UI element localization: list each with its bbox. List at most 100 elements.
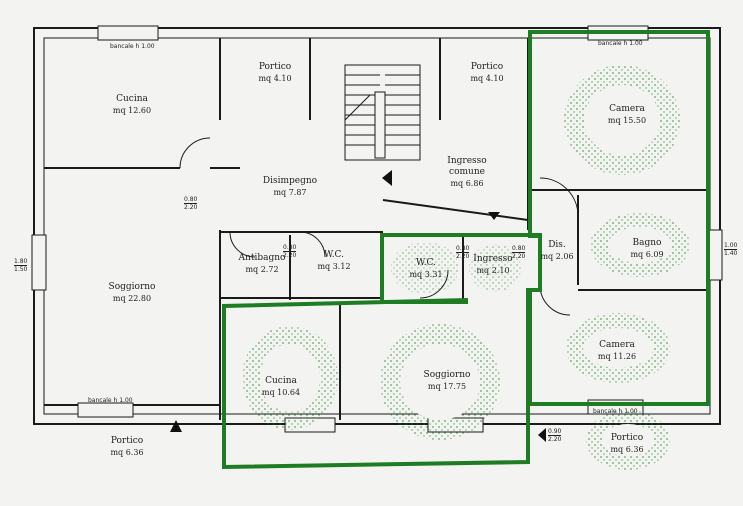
room-label-wc-left: W.C. mq 3.12 [317, 250, 350, 272]
dimension-door-2: 0.80 2.20 [283, 244, 297, 259]
room-name: Cucina [265, 376, 297, 386]
walls [33, 27, 721, 425]
dimension-sill-1: bancale h 1.00 [110, 43, 155, 50]
room-label-portico-bottom-right: Portico mq 6.36 [610, 433, 643, 455]
dimension-top: 0.80 [456, 245, 470, 252]
stipple-fills [242, 65, 690, 470]
dimension-window-right: 1.00 1.40 [724, 242, 738, 257]
room-area: mq 6.86 [450, 179, 484, 188]
dimension-rule [14, 265, 28, 266]
dimension-sill-3: bancale h 1.00 [88, 397, 133, 404]
room-area: mq 4.10 [258, 74, 292, 83]
room-label-cucina-left: Cucina mq 12.60 [113, 94, 151, 116]
stipple-wc-right [391, 242, 459, 294]
room-area: mq 6.36 [610, 445, 644, 454]
room-name: Portico [470, 62, 504, 72]
room-area: mq 11.26 [597, 352, 637, 361]
dimension-door-4: 0.80 2.20 [512, 245, 526, 260]
room-area: mq 10.64 [261, 388, 301, 397]
room-name: Bagno [632, 238, 662, 248]
dimension-rule [724, 249, 738, 250]
room-name: Portico [258, 62, 292, 72]
room-label-disimpegno: Disimpegno mq 7.87 [263, 176, 317, 198]
room-name: Dis. [548, 240, 566, 250]
dimension-sill-4: bancale h 1.00 [593, 408, 638, 415]
room-label-portico-top-left: Portico mq 4.10 [258, 62, 291, 84]
room-label-bagno: Bagno mq 6.09 [630, 238, 663, 260]
room-area: mq 3.31 [409, 270, 443, 279]
room-label-camera-top: Camera mq 15.50 [608, 104, 646, 126]
room-label-cucina-right: Cucina mq 10.64 [262, 376, 300, 398]
dimension-top: 1.00 [724, 242, 738, 249]
room-name: Ingresso comune [447, 156, 487, 177]
room-label-antibagno: Antibagno mq 2.72 [239, 253, 286, 275]
room-label-portico-top-right: Portico mq 4.10 [470, 62, 503, 84]
room-area: mq 6.09 [630, 250, 664, 259]
room-name: W.C. [324, 250, 344, 260]
room-name: Soggiorno [108, 282, 156, 292]
outer-wall [33, 27, 721, 425]
room-area: mq 2.10 [476, 266, 510, 275]
dimension-rule [283, 251, 297, 252]
dimension-top: bancale h 1.00 [110, 43, 155, 50]
highlight-unit-center [222, 233, 542, 470]
room-name: Portico [610, 433, 644, 443]
room-name: Ingresso [473, 254, 513, 264]
staircase [344, 64, 421, 161]
dimension-top: bancale h 1.00 [598, 40, 643, 47]
dimension-top: bancale h 1.00 [593, 408, 638, 415]
highlight-outlines [222, 30, 710, 470]
room-area: mq 15.50 [607, 116, 647, 125]
room-label-camera-mid: Camera mq 11.26 [598, 340, 636, 362]
dimension-bottom: 1.50 [14, 266, 28, 273]
dimension-bottom: 1.40 [724, 250, 738, 257]
stipple-ingresso [469, 244, 521, 292]
dimension-bottom: 2.20 [512, 253, 526, 260]
room-area: mq 4.10 [470, 74, 504, 83]
room-area: mq 6.36 [110, 448, 144, 457]
room-area: mq 17.75 [427, 382, 467, 391]
entrance-markers [170, 170, 546, 442]
dimension-top: 0.80 [184, 196, 198, 203]
dimension-top: 0.90 [548, 428, 562, 435]
dimension-rule [512, 252, 526, 253]
dimension-sill-2: bancale h 1.00 [598, 40, 643, 47]
dimension-bottom: 2.20 [184, 204, 198, 211]
dimension-bottom: 2.20 [283, 252, 297, 259]
dimension-bottom: 2.20 [548, 436, 562, 443]
dimension-rule [548, 435, 562, 436]
room-name: Disimpegno [262, 176, 318, 186]
room-name: Camera [609, 104, 645, 114]
dimension-top: bancale h 1.00 [88, 397, 133, 404]
room-label-ingresso: Ingresso mq 2.10 [473, 254, 512, 276]
dimension-top: 0.80 [283, 244, 297, 251]
room-label-soggiorno-right: Soggiorno mq 17.75 [424, 370, 471, 392]
room-area: mq 2.06 [540, 252, 574, 261]
room-area: mq 2.72 [245, 265, 279, 274]
dimension-door-1: 0.80 2.20 [184, 196, 198, 211]
room-label-portico-bottom-left: Portico mq 6.36 [110, 436, 143, 458]
room-name: Portico [110, 436, 144, 446]
room-name: Soggiorno [423, 370, 471, 380]
room-area: mq 7.87 [273, 188, 307, 197]
room-label-soggiorno-left: Soggiorno mq 22.80 [109, 282, 156, 304]
room-name: Cucina [116, 94, 148, 104]
room-area: mq 22.80 [112, 294, 152, 303]
wall-h-5 [382, 199, 529, 221]
dimension-window-left: 1.80 1.50 [14, 258, 28, 273]
room-name: Camera [599, 340, 635, 350]
room-name: W.C. [416, 258, 436, 268]
dimension-top: 0.80 [512, 245, 526, 252]
room-area: mq 3.12 [317, 262, 351, 271]
dimension-door-3: 0.80 2.20 [456, 245, 470, 260]
dimension-bottom: 2.20 [456, 253, 470, 260]
dimension-rule [184, 203, 198, 204]
dimension-rule [456, 252, 470, 253]
dimension-top: 1.80 [14, 258, 28, 265]
dimension-door-5: 0.90 2.20 [548, 428, 562, 443]
room-label-ingresso-comune: Ingresso comune mq 6.86 [447, 156, 486, 189]
room-area: mq 12.60 [112, 106, 152, 115]
door-swings [179, 137, 579, 316]
room-name: Antibagno [238, 253, 286, 263]
